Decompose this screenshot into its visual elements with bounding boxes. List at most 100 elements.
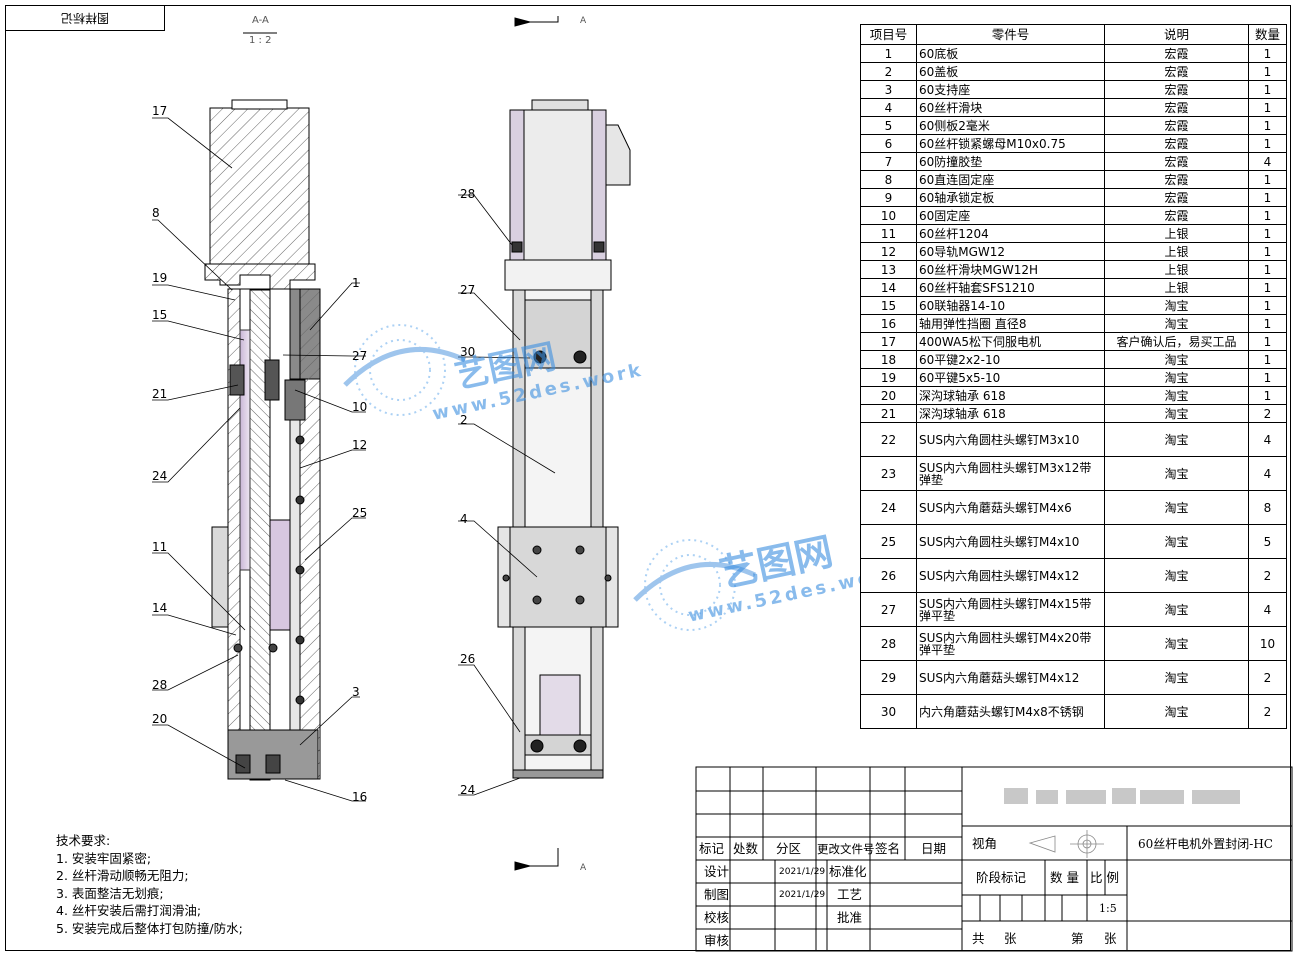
tb-drawing-name: 60丝杆电机外置封闭-HC xyxy=(1138,837,1273,851)
leaders-right xyxy=(458,194,556,796)
bom-header-row: 项目号 零件号 说明 数量 xyxy=(860,24,1287,45)
bom-qty: 1 xyxy=(1248,350,1287,369)
bom-note: 上银 xyxy=(1104,242,1249,261)
bom-note: 淘宝 xyxy=(1104,404,1249,423)
section-scale: 1 : 2 xyxy=(249,35,272,46)
bom-header: 说明 xyxy=(1104,24,1249,45)
bom-item-no: 20 xyxy=(860,386,917,405)
tech-item: 2. 丝杆滑动顺畅无阻力; xyxy=(56,868,189,883)
external-view xyxy=(497,99,631,779)
title-block: 标记 处数 分区 更改文件号 签名 日期 设计 制图 校核 审核 2021/1/… xyxy=(696,767,1292,951)
bom-part-name: 深沟球轴承 618 xyxy=(916,404,1105,423)
callout: 8 xyxy=(152,206,160,220)
bom-note: 上银 xyxy=(1104,278,1249,297)
tb-date: 2021/1/29 xyxy=(779,867,826,877)
bom-qty: 5 xyxy=(1248,524,1287,559)
tb-process: 工艺 xyxy=(837,887,863,902)
bom-part-name: 60联轴器14-10 xyxy=(916,296,1105,315)
tb-check: 校核 xyxy=(704,910,730,925)
callout: 28 xyxy=(152,678,168,692)
bom-note: 淘宝 xyxy=(1104,660,1249,695)
tech-requirements: 技术要求: 1. 安装牢固紧密; 2. 丝杆滑动顺畅无阻力; 3. 表面整洁无划… xyxy=(56,832,243,937)
tech-item: 4. 丝杆安装后需打润滑油; xyxy=(56,903,202,918)
bom-note: 淘宝 xyxy=(1104,626,1249,661)
bom-header: 零件号 xyxy=(916,24,1105,45)
bom-qty: 1 xyxy=(1248,98,1287,117)
bom-qty: 1 xyxy=(1248,314,1287,333)
tb-stage: 阶段标记 xyxy=(976,870,1027,885)
bom-part-name: 深沟球轴承 618 xyxy=(916,386,1105,405)
bom-note: 上银 xyxy=(1104,224,1249,243)
tb-sheets: 张 xyxy=(1004,931,1017,946)
bom-note: 宏霞 xyxy=(1104,80,1249,99)
callout: 4 xyxy=(460,512,468,526)
bom-part-name: 60防撞胶垫 xyxy=(916,152,1105,171)
tb-view-angle: 视角 xyxy=(972,836,998,851)
bom-item-no: 6 xyxy=(860,134,917,153)
tb-sheets2: 张 xyxy=(1104,931,1117,946)
bom-part-name: SUS内六角圆柱头螺钉M4x20带弹平垫 xyxy=(916,626,1105,661)
bom-part-name: 60丝杆锁紧螺母M10x0.75 xyxy=(916,134,1105,153)
bom-qty: 1 xyxy=(1248,368,1287,387)
bom-item-no: 25 xyxy=(860,524,917,559)
callout: 10 xyxy=(352,400,368,414)
blurred-name xyxy=(1004,788,1240,804)
tb-review: 审核 xyxy=(704,933,730,948)
bom-part-name: 60平键2x2-10 xyxy=(916,350,1105,369)
bom-qty: 1 xyxy=(1248,116,1287,135)
bom-note: 淘宝 xyxy=(1104,694,1249,729)
bom-note: 宏霞 xyxy=(1104,44,1249,63)
bom-item-no: 21 xyxy=(860,404,917,423)
leaders-left xyxy=(152,117,366,802)
header-box: 图样标记 xyxy=(5,5,165,31)
bom-part-name: 60底板 xyxy=(916,44,1105,63)
bom-qty: 1 xyxy=(1248,332,1287,351)
bom-qty: 1 xyxy=(1248,260,1287,279)
bom-part-name: 60盖板 xyxy=(916,62,1105,81)
section-view xyxy=(204,99,321,781)
tb-ratio: 比 例 xyxy=(1090,870,1119,885)
bom-item-no: 7 xyxy=(860,152,917,171)
bom-part-name: 60丝杆轴套SFS1210 xyxy=(916,278,1105,297)
bom-qty: 1 xyxy=(1248,170,1287,189)
callout: 24 xyxy=(460,783,476,797)
bom-item-no: 30 xyxy=(860,694,917,729)
bom-note: 宏霞 xyxy=(1104,170,1249,189)
callout: 21 xyxy=(152,387,168,401)
tb-draw: 制图 xyxy=(704,887,730,902)
bom-part-name: 60直连固定座 xyxy=(916,170,1105,189)
bom-item-no: 10 xyxy=(860,206,917,225)
bom-item-no: 24 xyxy=(860,490,917,525)
callout: 1 xyxy=(352,276,360,290)
bom-part-name: 60导轨MGW12 xyxy=(916,242,1105,261)
bom-qty: 1 xyxy=(1248,386,1287,405)
bom-part-name: SUS内六角圆柱头螺钉M3x12带弹垫 xyxy=(916,456,1105,491)
bom-qty: 4 xyxy=(1248,152,1287,171)
bom-note: 淘宝 xyxy=(1104,422,1249,457)
tb-label: 处数 xyxy=(733,841,759,856)
bom-item-no: 23 xyxy=(860,456,917,491)
bom-item-no: 5 xyxy=(860,116,917,135)
bom-note: 淘宝 xyxy=(1104,524,1249,559)
tb-approve: 批准 xyxy=(837,910,863,925)
bom-part-name: SUS内六角蘑菇头螺钉M4x6 xyxy=(916,490,1105,525)
bom-qty: 1 xyxy=(1248,188,1287,207)
bom-item-no: 18 xyxy=(860,350,917,369)
callout: 24 xyxy=(152,469,168,483)
